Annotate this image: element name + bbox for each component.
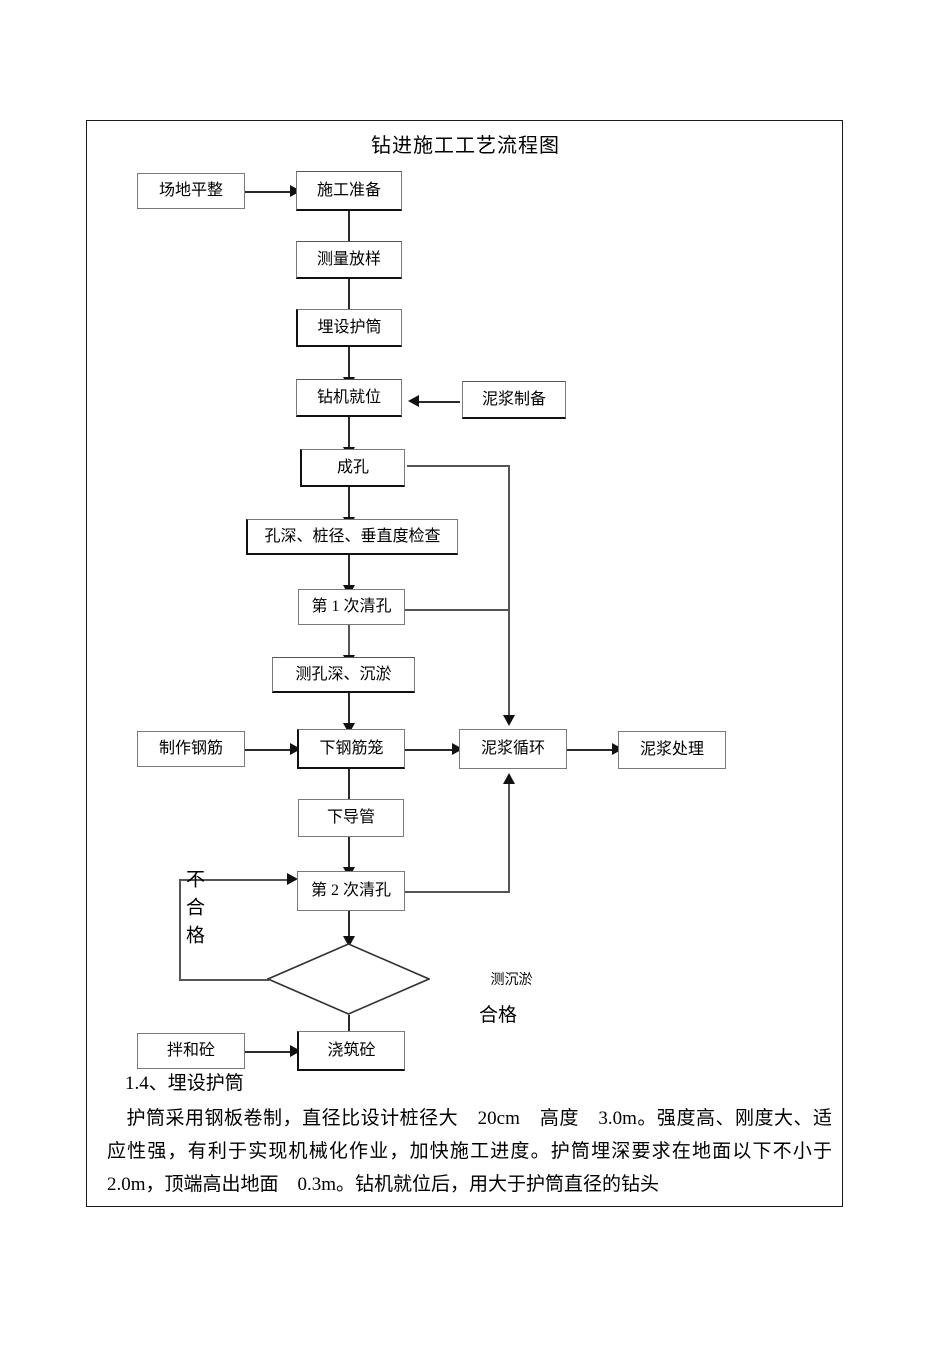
node-label: 施工准备 [316, 181, 381, 199]
node-second-hole-cleaning[interactable]: 第 2 次清孔 [297, 871, 405, 911]
section-paragraph: 护筒采用钢板卷制，直径比设计桩径大 20cm 高度 3.0m。强度高、刚度大、适… [107, 1108, 852, 1195]
arrowhead-pour-concrete-left [290, 1045, 301, 1057]
edge-mix-to-pour [244, 1051, 292, 1053]
node-hole-inspection[interactable]: 孔深、桩径、垂直度检查 [246, 519, 458, 555]
node-label: 第 2 次清孔 [310, 882, 391, 899]
node-measure-silt-decision[interactable]: 测沉淤 [265, 943, 533, 1015]
node-survey-setting-out[interactable]: 测量放样 [296, 241, 402, 279]
arrowhead-prep [290, 185, 301, 197]
diamond-shape [265, 943, 432, 1015]
arrowhead-slurry-circulation-bottom [503, 773, 515, 784]
node-rig-positioning[interactable]: 钻机就位 [296, 379, 402, 417]
edge-cage-to-tremie [348, 769, 350, 807]
node-label: 泥浆制备 [481, 390, 546, 408]
edge-cage-to-slurry-circulation [405, 749, 454, 751]
arrowhead-rig-left [408, 395, 419, 407]
arrowhead-diamond-top [343, 936, 355, 947]
edge-measure-to-rebar-cage [348, 693, 350, 731]
drilling-process-flowchart: 钻进施工工艺流程图 [87, 121, 844, 1071]
edge-hole-forming-to-bus [407, 465, 510, 467]
node-construction-prep[interactable]: 施工准备 [296, 171, 402, 211]
node-mix-concrete[interactable]: 拌和砼 [137, 1033, 245, 1069]
edge-first-cleaning-to-bus [405, 609, 509, 611]
arrowhead-slurry-circulation-left [452, 743, 463, 755]
node-lower-rebar-cage[interactable]: 下钢筋笼 [297, 729, 405, 769]
node-site-leveling[interactable]: 场地平整 [137, 173, 245, 209]
body-text-block: 1.4、埋设护筒 护筒采用钢板卷制，直径比设计桩径大 20cm 高度 3.0m。… [87, 1067, 852, 1201]
edge-slurry-circulation-to-treatment [566, 749, 614, 751]
edge-label-fail: 不合格 [182, 869, 204, 953]
node-label: 成孔 [336, 458, 369, 476]
node-label: 测量放样 [316, 250, 381, 268]
edge-fail-loop-horizontal-top [179, 879, 289, 881]
edge-casing-to-rig [348, 347, 350, 385]
arrowhead-second-cleaning-left [287, 873, 298, 885]
edge-hole-forming-to-inspection [348, 487, 350, 525]
edge-first-cleaning-to-measure [348, 625, 350, 663]
bus-vertical-right [508, 465, 510, 723]
node-label: 测沉淤 [490, 973, 533, 988]
arrowhead-slurry-circulation-top [503, 715, 515, 726]
node-label: 第 1 次清孔 [311, 598, 392, 615]
edge-fail-loop-horizontal-bottom [179, 979, 269, 981]
node-first-hole-cleaning[interactable]: 第 1 次清孔 [298, 589, 405, 625]
arrowhead-rebar-cage-top [343, 723, 355, 734]
node-pour-concrete[interactable]: 浇筑砼 [297, 1031, 405, 1071]
edge-tremie-to-second-cleaning [348, 837, 350, 875]
node-lower-tremie-pipe[interactable]: 下导管 [298, 799, 404, 837]
riser-to-slurry-circulation [508, 783, 510, 893]
node-embed-casing[interactable]: 埋设护筒 [296, 309, 402, 347]
edge-rig-to-hole-forming [348, 417, 350, 455]
node-label: 埋设护筒 [317, 318, 382, 336]
edge-label-pass: 合格 [479, 1005, 518, 1026]
edge-second-cleaning-to-riser [405, 891, 509, 893]
edge-slurry-prep-to-rig [417, 401, 460, 403]
section-heading: 1.4、埋设护筒 [125, 1073, 244, 1094]
node-label: 浇筑砼 [327, 1041, 376, 1059]
node-label: 测孔深、沉淤 [295, 665, 392, 683]
node-slurry-preparation[interactable]: 泥浆制备 [462, 381, 566, 419]
arrowhead-rebar-cage-left [290, 743, 301, 755]
node-label: 场地平整 [158, 182, 223, 199]
node-slurry-treatment[interactable]: 泥浆处理 [618, 731, 726, 769]
node-label: 泥浆处理 [639, 741, 704, 758]
node-make-rebar[interactable]: 制作钢筋 [137, 731, 245, 767]
node-label: 制作钢筋 [158, 740, 223, 757]
node-label: 下导管 [326, 809, 375, 826]
edge-survey-to-casing [348, 279, 350, 317]
flowchart-title: 钻进施工工艺流程图 [371, 135, 560, 157]
arrowhead-slurry-treatment [612, 743, 623, 755]
node-label: 泥浆循环 [480, 740, 545, 757]
node-slurry-circulation[interactable]: 泥浆循环 [459, 729, 567, 769]
edge-site-leveling-to-prep [244, 191, 292, 193]
node-label: 拌和砼 [166, 1042, 215, 1059]
edge-prep-to-survey [348, 211, 350, 249]
node-hole-forming[interactable]: 成孔 [300, 449, 405, 487]
edge-make-rebar-to-cage [244, 749, 292, 751]
node-label: 孔深、桩径、垂直度检查 [264, 527, 441, 545]
node-label: 下钢筋笼 [319, 739, 384, 757]
node-label: 钻机就位 [316, 388, 381, 406]
node-measure-depth-silt[interactable]: 测孔深、沉淤 [272, 657, 415, 693]
document-page-frame: 钻进施工工艺流程图 [86, 120, 852, 1207]
edge-diamond-to-pour [348, 1015, 350, 1045]
edge-second-cleaning-to-diamond [348, 911, 350, 943]
edge-fail-loop-vertical [179, 879, 181, 981]
edge-inspection-to-first-cleaning [348, 555, 350, 593]
